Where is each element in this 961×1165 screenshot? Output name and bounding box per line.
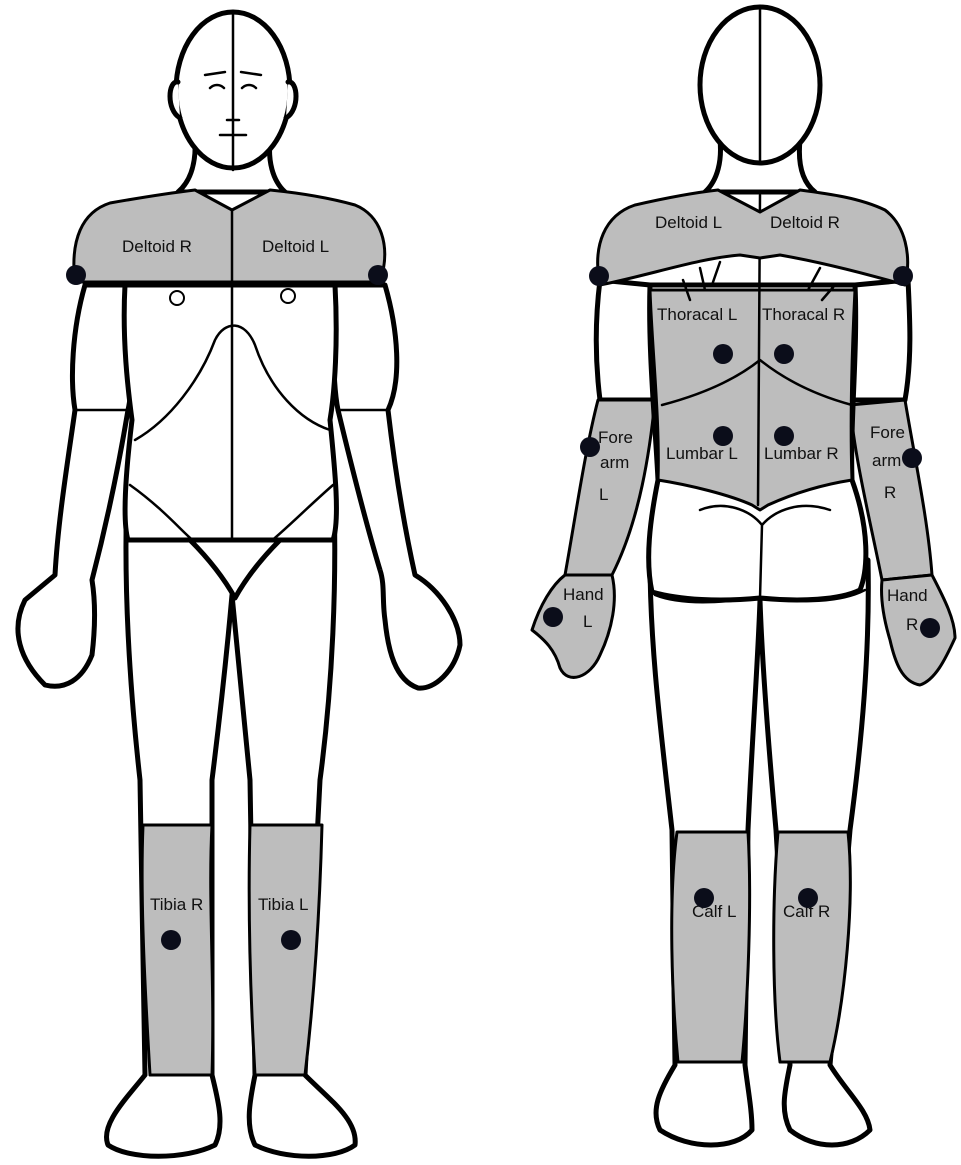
label-front-deltoid-l: Deltoid L xyxy=(262,237,329,256)
point-front-tibia-r xyxy=(161,930,181,950)
point-front-deltoid-r xyxy=(66,265,86,285)
label-back-forearm-r-1: Fore xyxy=(870,423,905,442)
point-back-hand-r xyxy=(920,618,940,638)
label-back-forearm-l-1: Fore xyxy=(598,428,633,447)
front-right-nipple xyxy=(170,291,184,305)
label-back-hand-l-2: L xyxy=(583,612,592,631)
label-back-hand-l-1: Hand xyxy=(563,585,604,604)
point-back-hand-l xyxy=(543,607,563,627)
label-back-forearm-r-2: arm xyxy=(872,451,901,470)
front-torso xyxy=(124,285,336,540)
point-back-forearm-r xyxy=(902,448,922,468)
point-back-thoracal-l xyxy=(713,344,733,364)
front-tibia-l-region xyxy=(249,825,322,1075)
back-left-upper-arm xyxy=(596,280,655,400)
label-back-lumbar-r: Lumbar R xyxy=(764,444,839,463)
label-back-forearm-r-3: R xyxy=(884,483,896,502)
label-back-forearm-l-2: arm xyxy=(600,453,629,472)
label-back-thoracal-r: Thoracal R xyxy=(762,305,845,324)
back-calf-l-region xyxy=(672,832,750,1062)
label-back-hand-r-1: Hand xyxy=(887,586,928,605)
label-back-hand-r-2: R xyxy=(906,615,918,634)
label-back-deltoid-r: Deltoid R xyxy=(770,213,840,232)
front-tibia-r-region xyxy=(142,825,213,1075)
point-back-deltoid-r xyxy=(893,266,913,286)
label-front-deltoid-r: Deltoid R xyxy=(122,237,192,256)
label-back-deltoid-l: Deltoid L xyxy=(655,213,722,232)
point-front-tibia-l xyxy=(281,930,301,950)
front-left-arm xyxy=(333,285,460,688)
back-calf-r-region xyxy=(774,832,851,1062)
label-back-forearm-l-3: L xyxy=(599,485,608,504)
label-front-tibia-r: Tibia R xyxy=(150,895,203,914)
front-left-nipple xyxy=(281,289,295,303)
back-view: Deltoid L Deltoid R Thoracal L Thoracal … xyxy=(532,7,955,1145)
point-back-calf-l xyxy=(694,888,714,908)
point-back-calf-r xyxy=(798,888,818,908)
front-midline xyxy=(232,12,233,540)
front-deltoid-region xyxy=(74,190,385,282)
point-back-deltoid-l xyxy=(589,266,609,286)
back-forearm-l-region xyxy=(565,400,655,575)
label-back-thoracal-l: Thoracal L xyxy=(657,305,737,324)
back-right-upper-arm xyxy=(849,280,909,400)
label-front-tibia-l: Tibia L xyxy=(258,895,308,914)
point-back-lumbar-l xyxy=(713,426,733,446)
point-back-thoracal-r xyxy=(774,344,794,364)
back-deltoid-region xyxy=(598,190,908,285)
front-right-arm xyxy=(18,285,132,686)
point-front-deltoid-l xyxy=(368,265,388,285)
point-back-forearm-l xyxy=(580,437,600,457)
front-view: Deltoid R Deltoid L Tibia R Tibia L xyxy=(18,12,460,1156)
point-back-lumbar-r xyxy=(774,426,794,446)
label-back-lumbar-l: Lumbar L xyxy=(666,444,738,463)
